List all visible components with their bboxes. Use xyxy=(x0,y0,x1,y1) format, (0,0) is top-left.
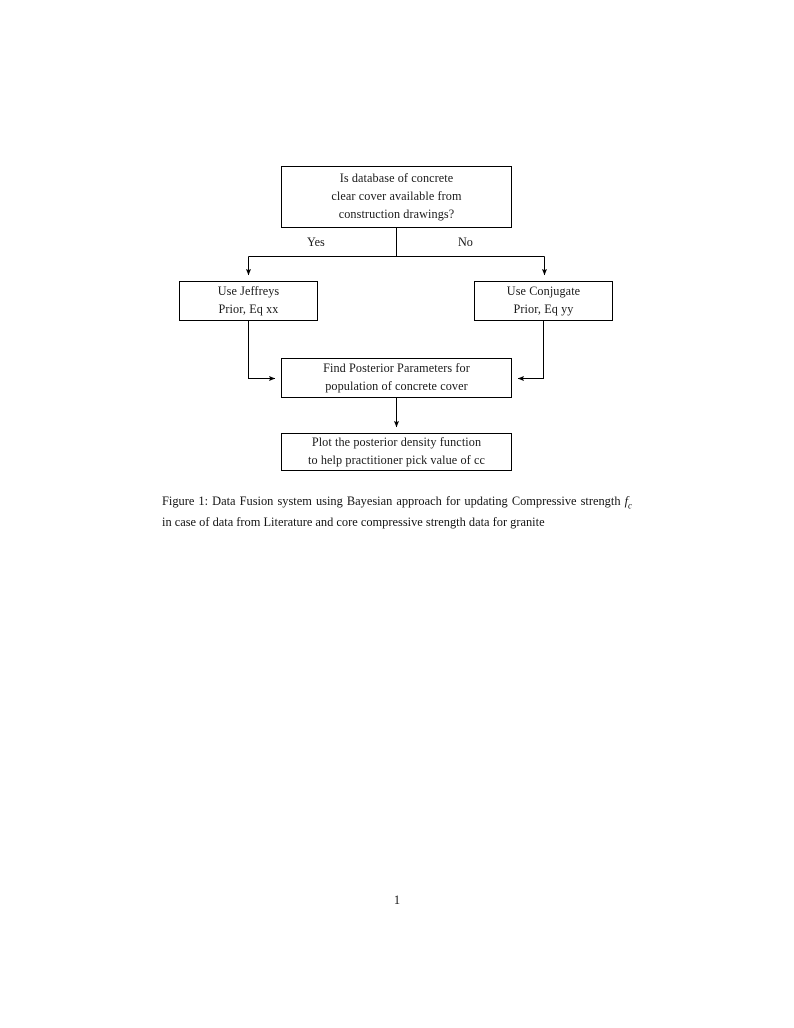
node-text-line: population of concrete cover xyxy=(325,379,468,393)
flowchart-node-use-jeffreys-prior[interactable]: Use Jeffreys Prior, Eq xx xyxy=(179,281,318,321)
figure-flowchart: Is database of concrete clear cover avai… xyxy=(0,0,794,490)
node-text-line: Prior, Eq yy xyxy=(513,302,574,316)
flowchart-connectors xyxy=(245,228,548,428)
node-text-line: Prior, Eq xx xyxy=(218,302,279,316)
edge-conjugate-to-posterior xyxy=(517,321,544,382)
edge-jeffreys-to-posterior xyxy=(248,321,276,382)
node-text-line: Find Posterior Parameters for xyxy=(323,361,470,376)
page-number: 1 xyxy=(393,893,401,907)
math-subscript: c xyxy=(628,500,632,511)
figure-caption-label: Figure 1: xyxy=(162,494,209,508)
node-text-line: Is database of concrete xyxy=(339,171,454,186)
figure-caption: Figure 1: Data Fusion system using Bayes… xyxy=(162,492,632,532)
figure-caption-math-fc: fc xyxy=(624,494,632,511)
flowchart-node-use-conjugate-prior[interactable]: Use Conjugate Prior, Eq yy xyxy=(474,281,613,321)
branch-label-no: No xyxy=(458,235,473,249)
flowchart-node-decision-database-available[interactable]: Is database of concrete clear cover avai… xyxy=(281,166,512,228)
math-base: f xyxy=(624,494,629,508)
figure-caption-text-part1: Data Fusion system using Bayesian approa… xyxy=(208,494,625,508)
node-text-line: Use Conjugate xyxy=(506,284,581,299)
node-text-line: Use Jeffreys xyxy=(217,284,280,299)
branch-label-yes: Yes xyxy=(307,235,325,249)
flowchart-node-plot-posterior-density[interactable]: Plot the posterior density function to h… xyxy=(281,433,512,471)
flowchart-node-find-posterior-parameters[interactable]: Find Posterior Parameters for population… xyxy=(281,358,512,398)
node-text-line: clear cover available from xyxy=(331,189,462,204)
node-text-line: Plot the posterior density function xyxy=(311,435,482,450)
node-text-line: to help practitioner pick value of cc xyxy=(308,453,485,467)
figure-caption-text-part2: in case of data from Literature and core… xyxy=(162,515,545,530)
node-text-line: construction drawings? xyxy=(338,206,455,221)
